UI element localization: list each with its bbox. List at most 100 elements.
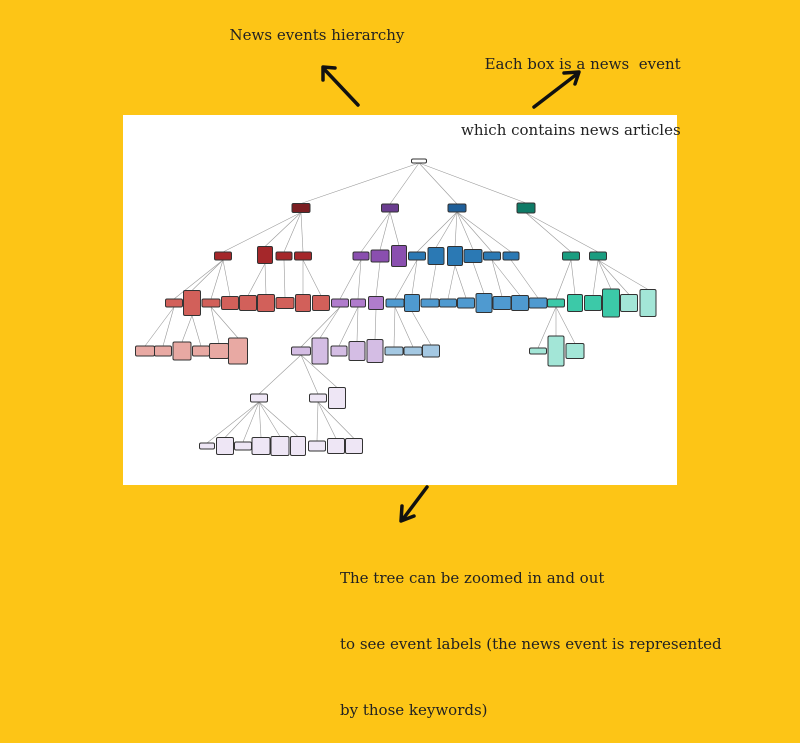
event-node-12[interactable] [391, 245, 407, 267]
event-node-42[interactable] [547, 298, 565, 308]
tree-edge [416, 211, 458, 253]
event-node-18[interactable] [502, 251, 520, 261]
event-node-56[interactable] [330, 345, 348, 357]
event-node-46[interactable] [620, 294, 638, 312]
tree-edge [456, 211, 512, 253]
event-node-41[interactable] [528, 297, 548, 309]
event-node-5[interactable] [516, 202, 536, 214]
event-node-43[interactable] [567, 294, 583, 312]
event-node-72[interactable] [270, 436, 290, 456]
event-node-75[interactable] [327, 438, 345, 454]
event-node-50[interactable] [172, 341, 192, 361]
event-node-67[interactable] [328, 387, 346, 409]
tree-edge [394, 259, 418, 300]
event-node-27[interactable] [275, 297, 295, 309]
event-node-26[interactable] [257, 294, 275, 312]
event-node-40[interactable] [511, 295, 529, 311]
event-node-54[interactable] [291, 346, 311, 356]
event-node-59[interactable] [384, 346, 404, 356]
event-node-53[interactable] [228, 337, 248, 365]
event-node-15[interactable] [447, 246, 463, 266]
event-node-25[interactable] [239, 295, 257, 311]
news-events-tree[interactable] [123, 115, 677, 485]
event-node-47[interactable] [639, 289, 657, 317]
event-node-64[interactable] [565, 343, 585, 359]
tree-edge [258, 354, 302, 395]
event-node-11[interactable] [370, 249, 390, 263]
tree-edge [210, 306, 239, 339]
event-node-71[interactable] [251, 437, 271, 455]
event-node-35[interactable] [420, 298, 440, 308]
tree-edge [317, 401, 355, 439]
tree-edge [597, 259, 612, 290]
event-node-66[interactable] [309, 393, 327, 403]
event-node-10[interactable] [352, 251, 370, 261]
event-node-17[interactable] [483, 251, 501, 261]
event-node-55[interactable] [311, 337, 329, 365]
tree-edge [173, 259, 224, 300]
event-node-32[interactable] [368, 296, 384, 310]
zoom-annotation-line-3: by those keywords) [340, 701, 488, 719]
event-node-61[interactable] [422, 344, 440, 358]
event-node-39[interactable] [492, 296, 512, 310]
event-node-19[interactable] [562, 251, 580, 261]
event-node-48[interactable] [135, 345, 155, 357]
tree-edge [283, 212, 302, 253]
event-node-1[interactable] [411, 158, 427, 164]
event-node-36[interactable] [439, 298, 457, 308]
event-node-2[interactable] [291, 203, 311, 213]
event-node-16[interactable] [463, 249, 483, 263]
tree-edge [360, 211, 391, 253]
event-node-73[interactable] [290, 436, 306, 456]
tree-edge [447, 265, 456, 300]
event-node-58[interactable] [366, 339, 384, 363]
event-node-62[interactable] [529, 347, 547, 355]
tree-edge [525, 212, 599, 253]
event-node-30[interactable] [331, 298, 349, 308]
event-node-20[interactable] [589, 251, 607, 261]
event-node-68[interactable] [199, 442, 215, 450]
event-node-8[interactable] [275, 251, 293, 261]
tree-edge [418, 162, 527, 204]
event-node-51[interactable] [192, 345, 210, 357]
event-node-31[interactable] [350, 298, 366, 308]
event-node-63[interactable] [547, 335, 565, 367]
event-node-9[interactable] [294, 251, 312, 261]
event-node-13[interactable] [408, 251, 426, 261]
event-node-29[interactable] [312, 295, 330, 311]
event-node-45[interactable] [602, 288, 620, 318]
event-node-28[interactable] [295, 294, 311, 312]
event-node-24[interactable] [221, 296, 239, 310]
event-node-34[interactable] [404, 294, 420, 312]
tree-edge [394, 306, 414, 348]
event-node-22[interactable] [183, 290, 201, 316]
event-node-69[interactable] [216, 437, 234, 455]
tree-edge [537, 306, 557, 349]
event-node-4[interactable] [447, 203, 467, 213]
event-node-3[interactable] [381, 203, 399, 213]
event-node-38[interactable] [475, 293, 493, 313]
event-node-37[interactable] [457, 297, 475, 309]
event-node-6[interactable] [214, 251, 232, 261]
event-node-14[interactable] [427, 247, 445, 265]
zoom-annotation: The tree can be zoomed in and out to see… [340, 523, 722, 743]
tree-edge [374, 309, 377, 340]
event-node-33[interactable] [385, 298, 405, 308]
event-node-21[interactable] [165, 298, 183, 308]
event-node-44[interactable] [584, 295, 602, 311]
event-node-74[interactable] [308, 440, 326, 452]
event-node-70[interactable] [234, 441, 252, 451]
event-node-76[interactable] [345, 438, 363, 454]
tree-edge [283, 259, 286, 298]
tree-edge [258, 401, 262, 438]
event-node-60[interactable] [403, 346, 423, 356]
tree-view-panel[interactable] [123, 115, 677, 485]
tree-edge [144, 306, 175, 347]
event-node-65[interactable] [250, 393, 268, 403]
event-node-52[interactable] [209, 343, 229, 359]
event-node-7[interactable] [257, 246, 273, 264]
event-node-49[interactable] [154, 345, 172, 357]
tree-edge [181, 315, 193, 343]
event-node-23[interactable] [201, 298, 221, 308]
event-node-57[interactable] [348, 341, 366, 361]
